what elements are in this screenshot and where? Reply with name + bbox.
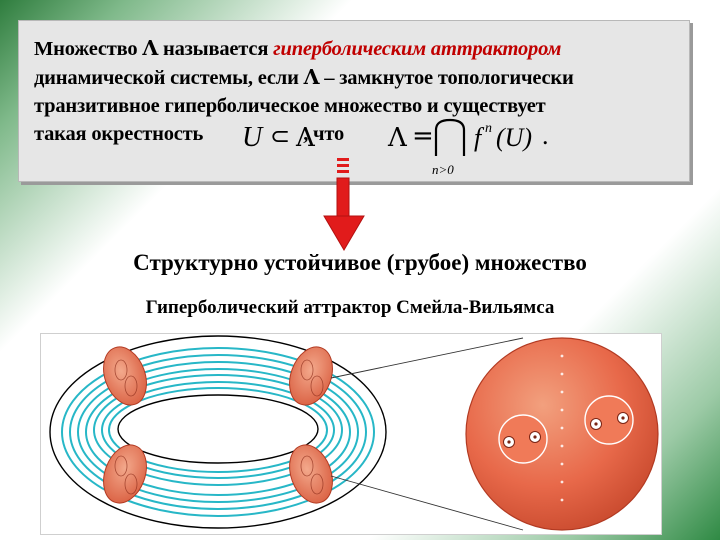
formula-lambda-2: Λ <box>387 123 408 153</box>
solid-torus <box>49 335 387 529</box>
definition-line-4: такая окрестность , что <box>34 120 684 148</box>
attractor-curves <box>61 347 375 517</box>
intersection-symbol <box>434 118 466 156</box>
text-fragment: такая окрестность <box>34 123 204 145</box>
formula-subscript: n>0 <box>432 162 454 177</box>
text-fragment: Множество <box>34 38 143 60</box>
definition-box <box>18 20 690 182</box>
formula-n: n <box>485 121 492 136</box>
heading: Структурно устойчивое (грубое) множество <box>133 250 587 275</box>
formula-u: U <box>242 122 264 153</box>
definition-line-2: динамической системы, если Λ – замкнутое… <box>34 63 684 92</box>
equals-symbol: = <box>412 121 434 151</box>
magnified-cross-section <box>465 337 659 531</box>
connector-lines <box>330 337 524 531</box>
text-fragment: – замкнутое топологически <box>319 67 574 89</box>
text-fragment: называется <box>158 38 274 60</box>
formula-f: f <box>474 123 485 152</box>
cross-section-disks <box>103 346 333 504</box>
definition-line-3: транзитивное гиперболическое множество и… <box>34 95 546 117</box>
formula-u-paren: (U) <box>496 123 532 152</box>
subheading: Гиперболический аттрактор Смейла-Вильямс… <box>145 297 555 318</box>
lambda-symbol: Λ <box>142 36 159 60</box>
highlighted-term: гиперболическим аттрактором <box>273 38 562 60</box>
attractor-illustration <box>49 335 659 531</box>
formula-lambda: Λ <box>295 123 316 153</box>
subset-symbol: ⊂ <box>270 122 290 150</box>
formula-dot: . <box>542 121 549 150</box>
text-fragment: динамической системы, если <box>34 67 304 89</box>
definition-text: Множество Λ называется гиперболическим а… <box>34 34 684 148</box>
attractor-figure <box>40 333 662 535</box>
down-arrow-icon <box>323 158 365 251</box>
text-fragment: , что <box>303 123 345 145</box>
definition-line-1: Множество Λ называется гиперболическим а… <box>34 34 684 63</box>
formula: U ⊂ Λ Λ = n>0 f n (U) . <box>242 118 549 177</box>
lambda-symbol: Λ <box>303 65 320 89</box>
